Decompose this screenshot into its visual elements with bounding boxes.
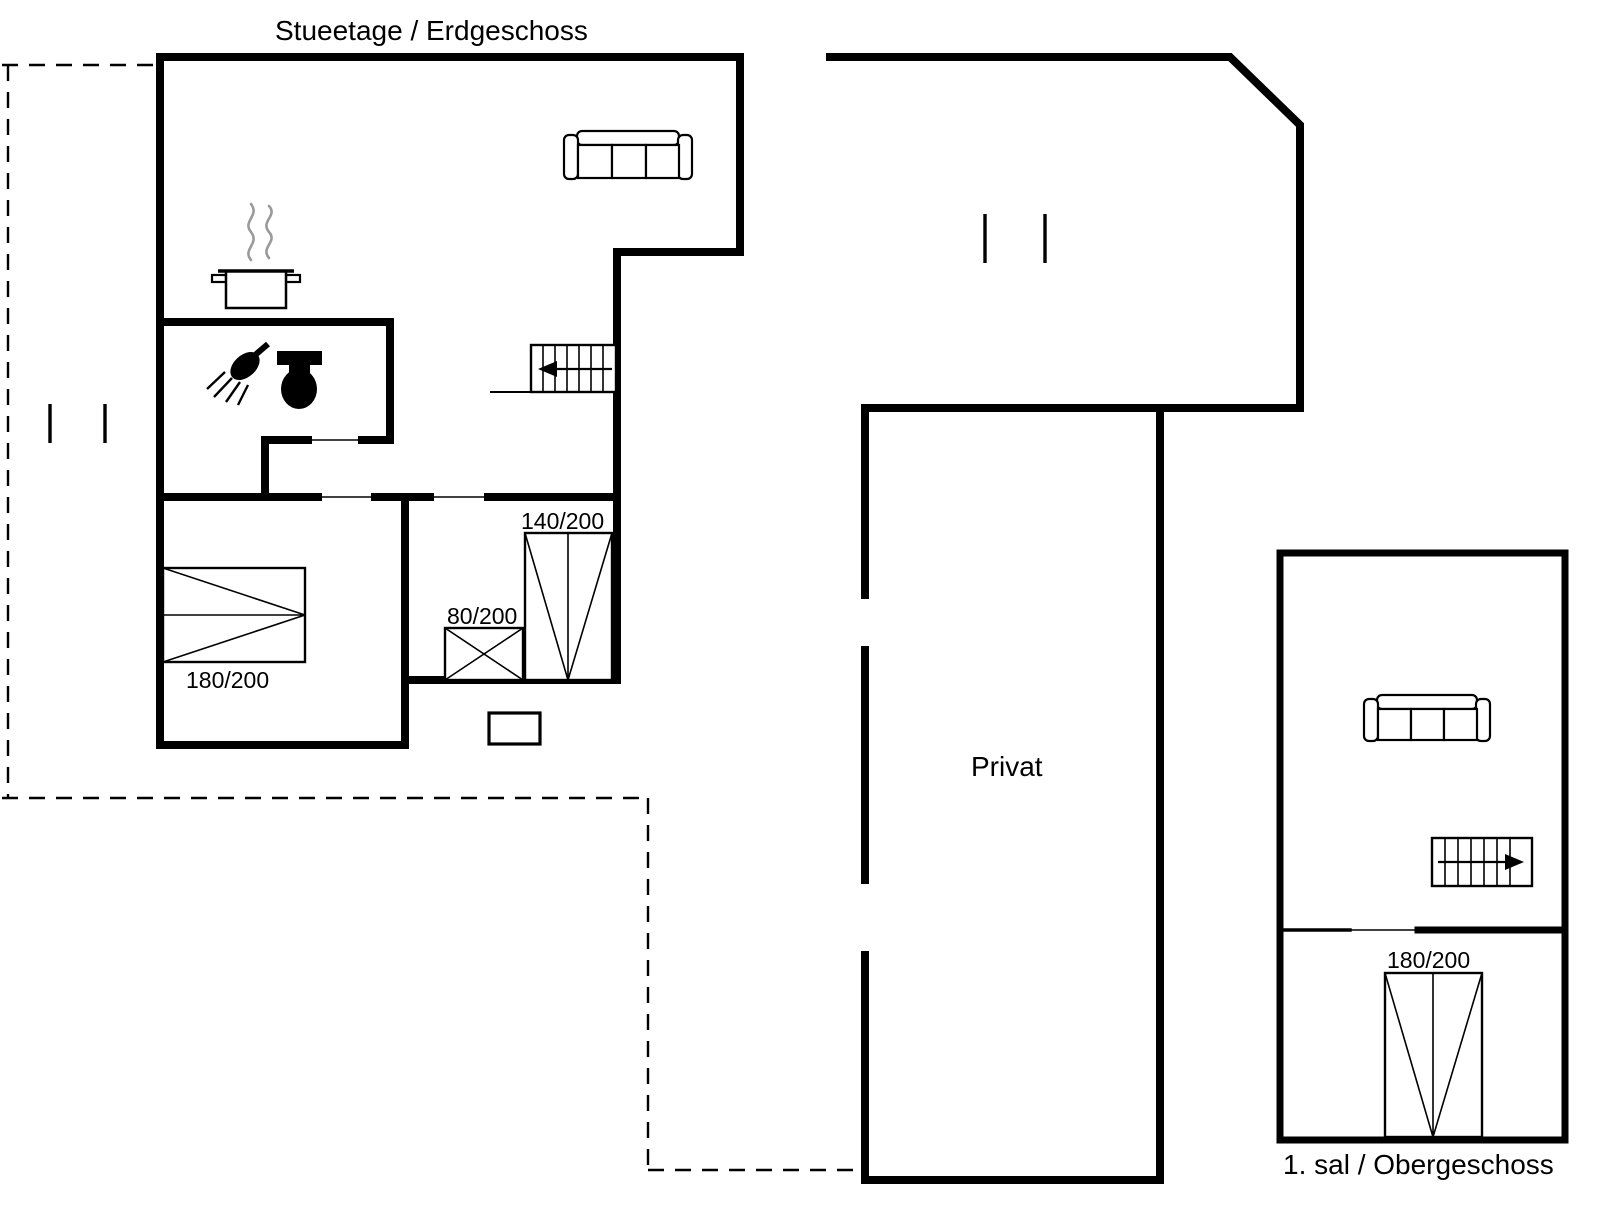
first-floor: 180/200 1. sal / Obergeschoss [1276, 549, 1569, 1180]
carport-walls [826, 53, 1304, 412]
stairs-icon [529, 343, 618, 394]
ground-floor: Stueetage / Erdgeschoss [156, 15, 744, 749]
carport-annex [826, 53, 1304, 412]
chimney [487, 711, 542, 746]
first-floor-title: 1. sal / Obergeschoss [1283, 1149, 1554, 1180]
bed-80x200 [443, 626, 525, 682]
ground-exterior-walls [156, 53, 744, 749]
shower-icon [206, 341, 270, 406]
private-room-walls [861, 404, 1304, 1184]
toilet-icon [277, 351, 322, 409]
stairs-icon [1430, 836, 1534, 888]
bed-label-80: 80/200 [447, 603, 517, 629]
stairs-arrow [538, 361, 557, 377]
stairs-arrow [1505, 854, 1524, 870]
first-floor-exterior-walls [1276, 549, 1569, 1144]
bed-180x200 [161, 566, 307, 664]
ground-floor-title: Stueetage / Erdgeschoss [275, 15, 588, 46]
bed-label-180-ground: 180/200 [186, 667, 269, 693]
private-room: Privat [861, 404, 1304, 1184]
bed-label-180-first: 180/200 [1387, 947, 1470, 973]
bed-140x200 [523, 531, 614, 682]
steam-icon [265, 204, 273, 260]
bed-180x200-first [1383, 971, 1484, 1139]
steam-icon [247, 202, 255, 262]
cooking-pot-icon [210, 202, 302, 310]
private-room-label: Privat [971, 751, 1043, 782]
terrace-dashed-outline [2, 63, 862, 1172]
sofa-icon [1362, 693, 1492, 743]
bed-label-140: 140/200 [521, 508, 604, 534]
ground-interior-walls [156, 318, 621, 684]
sofa-icon [562, 129, 694, 181]
